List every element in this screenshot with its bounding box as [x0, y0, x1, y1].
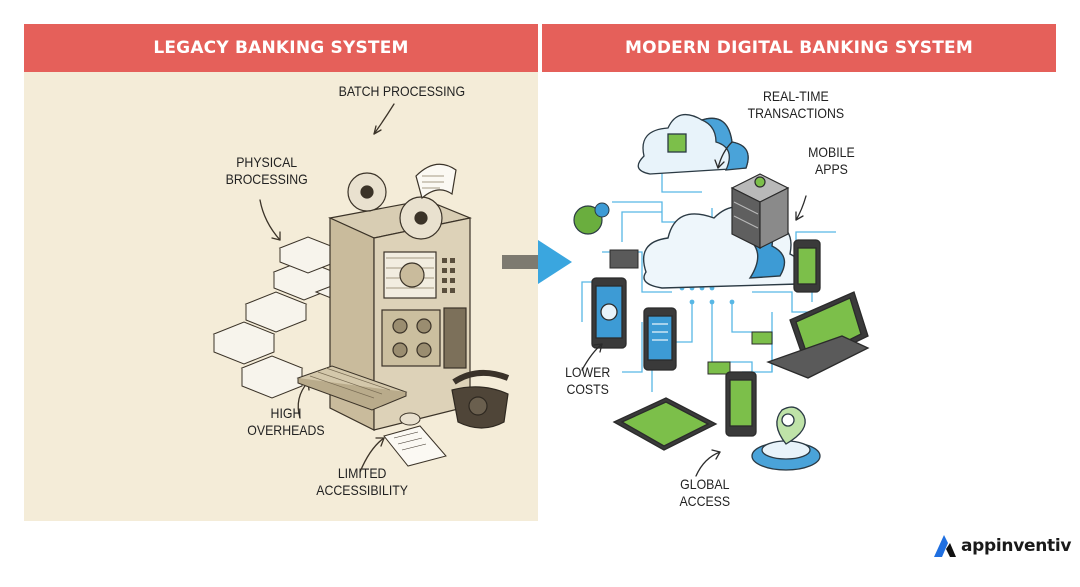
server-stack-icon	[730, 173, 790, 249]
annotation-arrow-batch	[373, 103, 395, 135]
rotary-telephone-icon	[451, 369, 510, 429]
annotation-arrow-mobile	[795, 195, 807, 221]
cloud-small-icon	[637, 113, 749, 175]
mouse-icon	[399, 412, 421, 426]
brand-name: appinventiv	[961, 536, 1072, 556]
phone-center-icon	[643, 307, 677, 371]
tablet-left-icon	[591, 277, 627, 349]
transition-arrow-icon	[502, 240, 572, 284]
mainframe-machine-icon	[328, 163, 473, 431]
keyboard-icon	[296, 365, 408, 411]
label-real-time-transactions: REAL-TIME TRANSACTIONS	[747, 88, 845, 121]
paper-memo-icon	[383, 425, 447, 467]
tablet-bottom-icon	[612, 397, 718, 451]
label-high-overheads: HIGH OVERHEADS	[247, 405, 325, 438]
legacy-illustration	[212, 103, 510, 473]
modern-panel-title: MODERN DIGITAL BANKING SYSTEM	[542, 24, 1056, 72]
modern-illustration	[573, 113, 870, 477]
label-global-access: GLOBAL ACCESS	[679, 476, 731, 509]
mobile-phone-right-icon	[793, 239, 821, 293]
annotation-arrow-accessibility	[359, 437, 385, 473]
laptop-icon	[766, 291, 870, 379]
annotation-arrow-costs	[581, 343, 603, 371]
chip-icon-mid	[707, 331, 773, 375]
label-batch-processing: BATCH PROCESSING	[338, 83, 466, 99]
globe-gears-icon	[573, 202, 610, 235]
legacy-panel: LEGACY BANKING SYSTEM	[24, 24, 538, 521]
label-physical-processing: PHYSICAL BROCESSING	[225, 154, 308, 187]
legacy-panel-title: LEGACY BANKING SYSTEM	[24, 24, 538, 72]
chip-icon-top	[609, 249, 639, 269]
annotation-arrow-global	[695, 451, 721, 477]
location-pin-icon	[751, 406, 821, 471]
annotation-arrow-physical	[259, 199, 281, 241]
modern-panel: MODERN DIGITAL BANKING SYSTEM	[542, 24, 1056, 521]
phone-bottom-icon	[725, 371, 757, 437]
appinventiv-logo-icon	[934, 535, 956, 557]
label-mobile-apps: MOBILE APPS	[808, 144, 855, 177]
label-limited-accessibility: LIMITED ACCESSIBILITY	[316, 465, 409, 498]
brand-logo: appinventiv	[932, 533, 1072, 559]
label-lower-costs: LOWER COSTS	[565, 364, 611, 397]
annotation-arrow-realtime	[717, 141, 733, 169]
